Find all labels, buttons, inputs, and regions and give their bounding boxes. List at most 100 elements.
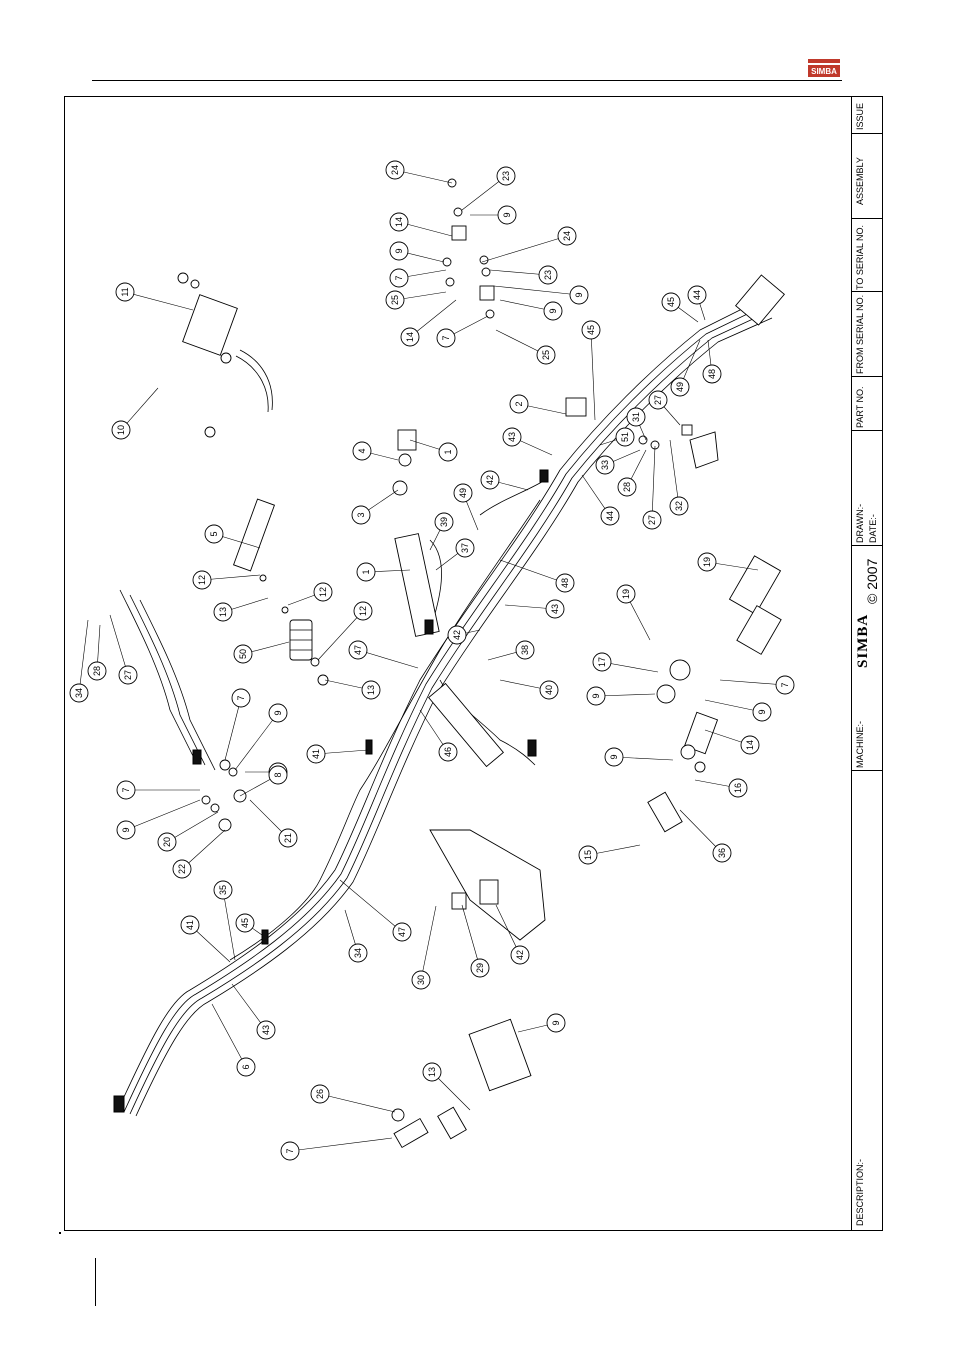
callout-number: 7 [121,787,131,792]
callout-number: 41 [185,920,195,930]
callout-number: 14 [405,332,415,342]
callout-number: 12 [318,587,328,597]
callout-number: 7 [236,695,246,700]
callout-leader [222,889,236,961]
callout-balloon: 7 [775,675,795,695]
callout-balloon: 48 [702,364,722,384]
titleblock-separator [851,218,883,219]
callout-leader [489,269,549,276]
titleblock-divider [851,96,852,1231]
titleblock-assembly: ASSEMBLY [855,157,865,205]
callout-number: 48 [560,578,570,588]
callout-balloon: 49 [453,483,473,503]
callout-balloon: 31 [626,407,646,427]
callout-balloon: 19 [697,552,717,572]
callout-number: 1 [361,569,371,574]
callout-balloon: 23 [496,166,516,186]
callout-balloon: 7 [389,268,409,288]
callout-balloon: 29 [470,958,490,978]
callout-balloon: 37 [455,538,475,558]
callout-balloon: 12 [192,570,212,590]
drawbar-curve [235,349,273,413]
callout-number: 37 [460,543,470,553]
callout-balloon: 40 [539,680,559,700]
callout-balloon: 42 [447,625,467,645]
callout-balloon: 9 [268,703,288,723]
callout-balloon: 50 [233,644,253,664]
callout-number: 11 [120,287,130,296]
callout-number: 39 [439,517,449,527]
callout-number: 29 [475,963,485,973]
callout-number: 43 [261,1025,271,1035]
callout-number: 7 [285,1148,295,1153]
callout-leader [481,235,568,263]
callout-balloon: 22 [172,859,192,879]
callout-balloon: 5 [204,524,224,544]
callout-leader [669,439,680,507]
callout-balloon: 6 [236,1057,256,1077]
callout-leader [493,285,580,296]
titleblock-separator [851,545,883,546]
titleblock-description: DESCRIPTION:- [855,1158,865,1226]
callout-balloon: 25 [536,345,556,365]
callout-leader [394,169,453,184]
callout-number: 42 [515,950,525,960]
callout-leader [231,983,267,1031]
callout-leader [109,614,129,676]
callout-number: 41 [311,749,321,759]
callout-balloon: 9 [497,205,517,225]
callout-balloon: 42 [510,945,530,965]
callout-number: 2 [514,401,524,406]
callout-balloon: 7 [436,328,456,348]
titleblock-from-serial: FROM SERIAL NO. [855,294,865,374]
callout-balloon: 44 [687,285,707,305]
callout-number: 36 [717,848,727,858]
callout-balloon: 30 [411,970,431,990]
callout-balloon: 24 [385,160,405,180]
callout-number: 1 [443,449,453,454]
callout-balloon: 12 [353,601,373,621]
titleblock-separator [851,133,883,134]
callout-leader [499,559,566,584]
callout-number: 22 [177,864,187,874]
callout-number: 21 [283,833,293,843]
callout-balloon: 7 [280,1141,300,1161]
callout-balloon: 47 [348,640,368,660]
callout-number: 23 [543,270,553,280]
callout-leader [201,574,261,581]
callout-balloon: 27 [648,390,668,410]
callout-balloon: 14 [740,735,760,755]
callout-number: 47 [397,927,407,937]
callout-balloon: 9 [586,686,606,706]
callout-balloon: 7 [231,688,251,708]
callout-balloon: 17 [592,652,612,672]
callout-number: 42 [452,630,462,640]
callout-balloon: 26 [310,1084,330,1104]
callout-number: 27 [647,515,657,525]
callout-number: 33 [600,460,610,470]
callout-balloon: 33 [595,455,615,475]
callout-number: 51 [620,432,630,442]
callout-number: 10 [116,425,126,435]
callout-balloon: 4 [352,441,372,461]
callout-balloon: 45 [581,320,601,340]
titleblock-machine: MACHINE:- [855,721,865,768]
callout-balloon: 3 [351,505,371,525]
callout-number: 7 [780,682,790,687]
callout-balloon: 49 [670,377,690,397]
callout-leader [719,679,786,686]
callout-number: 19 [702,557,712,567]
titleblock-separator [851,430,883,431]
titleblock-separator [851,770,883,771]
callout-number: 12 [197,575,207,585]
callout-number: 9 [757,709,767,714]
mounting-bracket [429,829,546,941]
callout-leader [651,445,656,521]
callout-number: 44 [692,290,702,300]
callout-leader [461,904,481,969]
callout-leader [124,291,194,311]
callout-leader [601,661,659,673]
callout-number: 20 [162,837,172,847]
callout-number: 28 [622,482,632,492]
callout-number: 24 [390,165,400,175]
